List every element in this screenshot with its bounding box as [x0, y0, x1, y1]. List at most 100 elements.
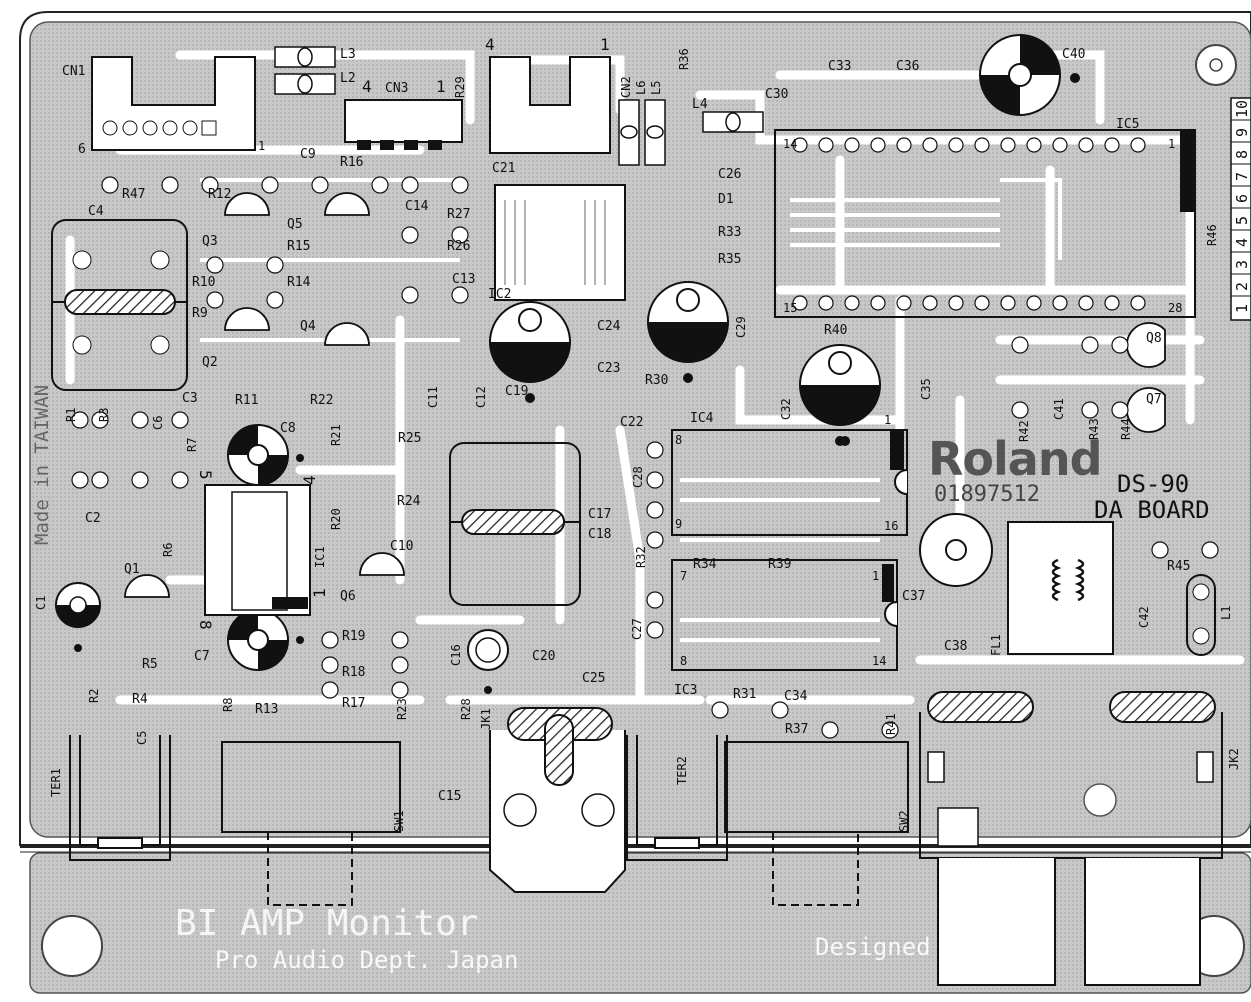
refdes-label: C3 — [182, 391, 198, 406]
pin-number: 14 — [872, 654, 886, 668]
refdes-label: C6 — [151, 416, 165, 430]
refdes-label: C16 — [449, 644, 463, 666]
jack-jk1 — [489, 707, 626, 893]
refdes-label: CN2 — [619, 76, 633, 98]
pin-number: 7 — [680, 569, 687, 583]
model-name: DS-90 — [1117, 470, 1189, 498]
pin-label: 3 — [1233, 260, 1251, 269]
pin-number: 9 — [675, 517, 682, 531]
inductor-l4 — [702, 111, 764, 133]
pads — [71, 176, 1219, 739]
refdes-label: C19 — [505, 384, 528, 399]
refdes-label: C18 — [588, 527, 611, 542]
pin-number: 4 — [362, 77, 372, 96]
refdes-label: R3 — [97, 408, 111, 422]
refdes-label: C37 — [902, 589, 925, 604]
ic5 — [774, 129, 1196, 318]
pin-number: 6 — [78, 142, 86, 157]
refdes-label: C35 — [919, 378, 933, 400]
refdes-label: C1 — [34, 596, 48, 610]
refdes-label: C13 — [452, 272, 475, 287]
pin-number: 4 — [300, 475, 319, 485]
refdes-label: C11 — [426, 386, 440, 408]
refdes-label: R6 — [161, 543, 175, 557]
pin-number: 1 — [872, 569, 879, 583]
refdes-label: R21 — [329, 424, 343, 446]
refdes-label: R19 — [342, 629, 365, 644]
connector-cn3 — [344, 99, 463, 150]
refdes-label: R34 — [693, 557, 717, 572]
refdes-label: R33 — [718, 225, 741, 240]
pin-label: 9 — [1233, 128, 1251, 137]
jack-jk2 — [919, 691, 1223, 986]
refdes-label: C8 — [280, 421, 296, 436]
refdes-label: JK1 — [479, 708, 493, 730]
connector-4pin — [489, 56, 611, 154]
ic1 — [204, 484, 311, 616]
refdes-label: C4 — [88, 204, 104, 219]
refdes-label: L6 — [634, 81, 648, 95]
refdes-label: R5 — [142, 657, 158, 672]
refdes-label: L2 — [340, 71, 356, 86]
pin-label: 8 — [1233, 150, 1251, 159]
pin-number: 16 — [884, 519, 898, 533]
refdes-label: R20 — [329, 508, 343, 530]
refdes-label: R11 — [235, 393, 258, 408]
pin-label: 4 — [1233, 238, 1251, 247]
refdes-label: TER2 — [675, 756, 689, 785]
capacitor-c40 — [979, 34, 1080, 116]
refdes-label: C5 — [135, 731, 149, 745]
pin-number: 1 — [600, 35, 610, 54]
refdes-label: R43 — [1087, 418, 1101, 440]
terminal-ter2 — [626, 735, 728, 861]
refdes-label: R16 — [340, 155, 363, 170]
pin-number: 1 — [436, 77, 446, 96]
refdes-label: R1 — [64, 408, 78, 422]
refdes-label: R15 — [287, 239, 310, 254]
refdes-label: D1 — [718, 192, 734, 207]
refdes-label: IC2 — [488, 287, 511, 302]
inductors-l5-l6 — [618, 99, 666, 166]
refdes-label: L1 — [1219, 606, 1233, 620]
transistors-q2-q5 — [124, 192, 1166, 598]
pin-number: 8 — [196, 620, 215, 630]
refdes-label: IC4 — [690, 411, 714, 426]
brand-logo: Roland — [928, 432, 1102, 486]
pin-number: 4 — [485, 35, 495, 54]
switch-sw1 — [221, 741, 401, 906]
capacitors-c17-c18 — [449, 442, 581, 606]
bottom-text-product: BI AMP Monitor — [175, 903, 478, 944]
inductor-l1 — [1186, 574, 1216, 656]
refdes-label: R8 — [221, 698, 235, 712]
refdes-label: C30 — [765, 87, 788, 102]
pin-number: 1 — [1168, 137, 1175, 151]
refdes-label: R2 — [87, 689, 101, 703]
bottom-text-designed: Designed by — [815, 933, 974, 961]
refdes-label: C29 — [734, 316, 748, 338]
refdes-label: C25 — [582, 671, 605, 686]
ic3 — [671, 559, 898, 671]
refdes-label: L5 — [649, 81, 663, 95]
refdes-label: R36 — [677, 48, 691, 70]
refdes-label: C26 — [718, 167, 741, 182]
refdes-label: R17 — [342, 696, 365, 711]
refdes-label: C40 — [1062, 47, 1085, 62]
refdes-label: C9 — [300, 147, 316, 162]
refdes-label: Q6 — [340, 589, 356, 604]
switch-sw2 — [724, 741, 909, 906]
refdes-label: C7 — [194, 649, 210, 664]
refdes-label: C24 — [597, 319, 621, 334]
refdes-label: R12 — [208, 187, 231, 202]
part-number: 01897512 — [934, 482, 1040, 507]
refdes-label: Q5 — [287, 217, 303, 232]
refdes-label: Q8 — [1146, 331, 1162, 346]
pin-label: 7 — [1233, 172, 1251, 181]
pin-label: 2 — [1233, 282, 1251, 291]
refdes-label: R26 — [447, 239, 470, 254]
capacitors-electrolytic — [55, 281, 881, 694]
refdes-label: R45 — [1167, 559, 1190, 574]
bottom-text-dept: Pro Audio Dept. Japan — [215, 946, 518, 974]
pin-number: 8 — [675, 433, 682, 447]
filter-fl1 — [919, 513, 1114, 655]
